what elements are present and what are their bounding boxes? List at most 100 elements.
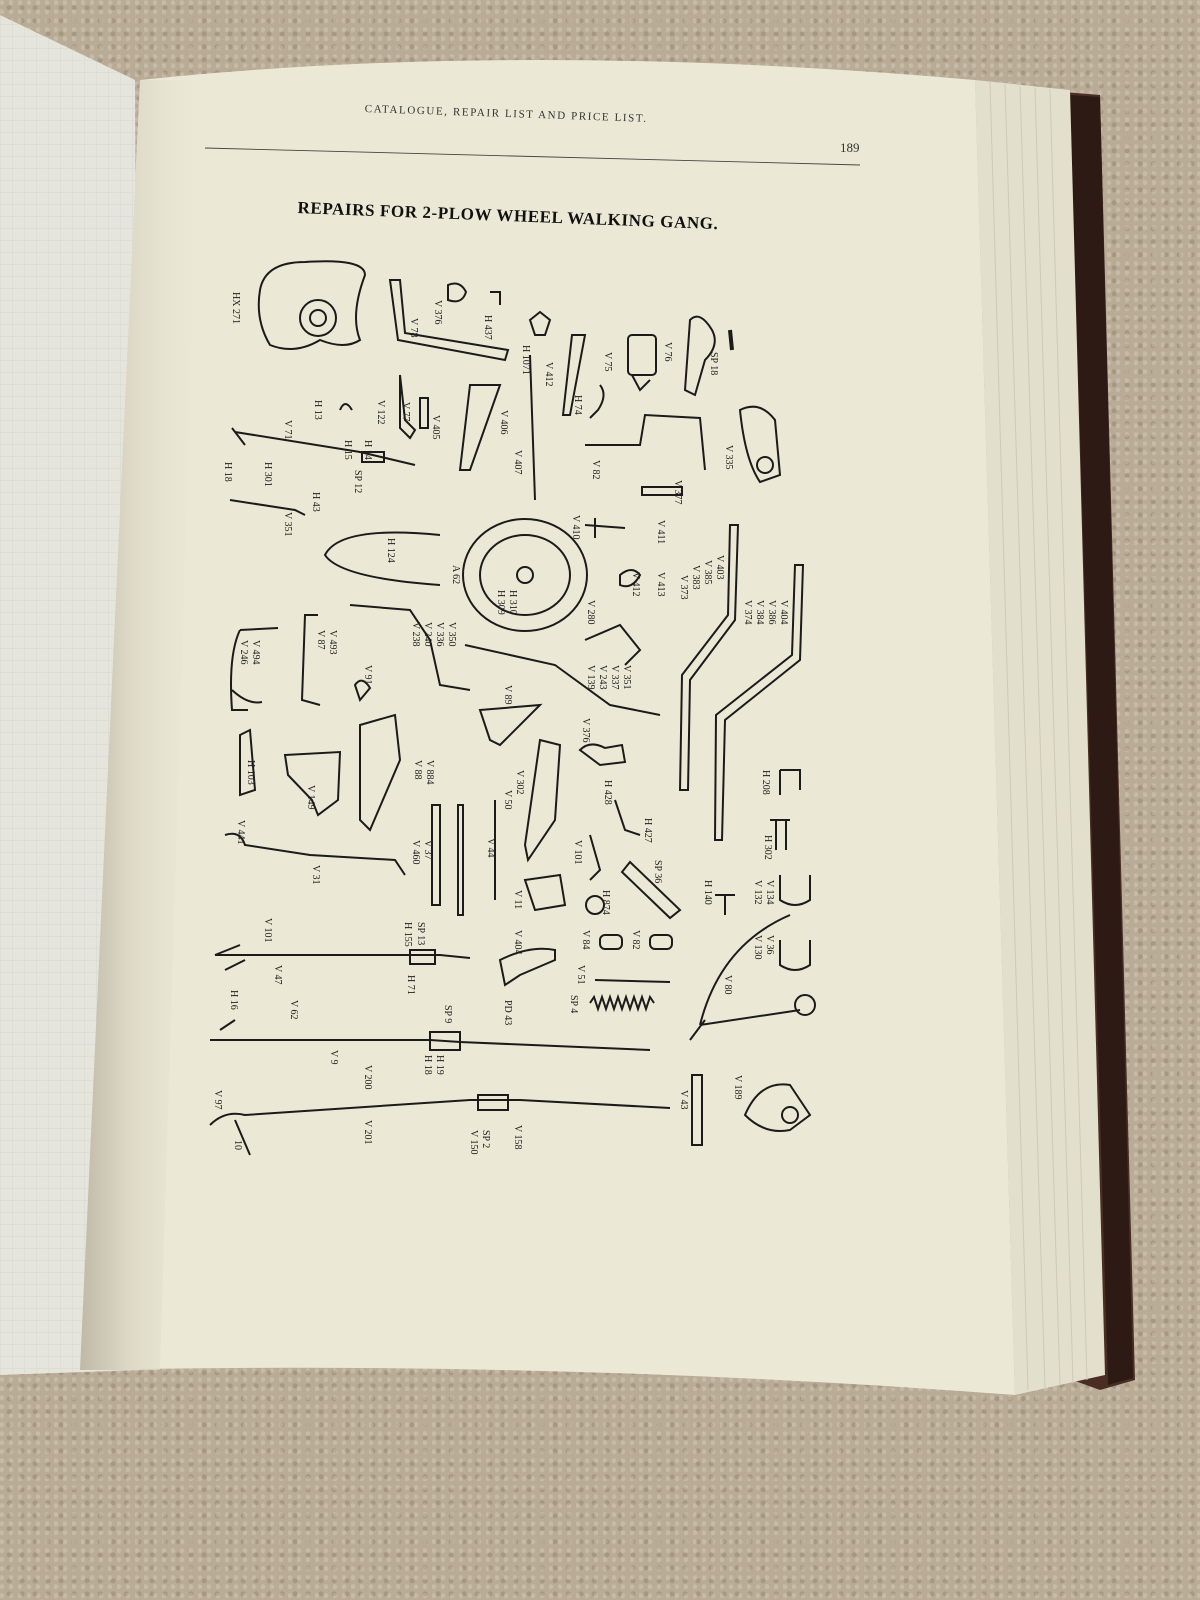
part-label: H 140 bbox=[702, 880, 713, 905]
part-label: V 350 bbox=[446, 622, 457, 647]
part-label: V 494 bbox=[250, 640, 261, 665]
spring-part bbox=[589, 993, 655, 1013]
part-label: V 383 bbox=[690, 565, 701, 590]
part-label: H 427 bbox=[642, 818, 653, 843]
part-label: V 88 bbox=[412, 760, 423, 780]
part-label: V 441 bbox=[235, 820, 246, 845]
part-label: V 884 bbox=[424, 760, 435, 785]
part-label: V 11 bbox=[512, 890, 523, 910]
part-label: V 201 bbox=[362, 1120, 373, 1145]
part-label: V 406 bbox=[498, 410, 509, 435]
part-label: V 36 bbox=[764, 935, 775, 955]
part-label: V 51 bbox=[575, 965, 586, 985]
part-label: V 404 bbox=[512, 930, 523, 955]
part-label: V 101 bbox=[262, 918, 273, 943]
part-label: V 97 bbox=[212, 1090, 223, 1110]
part-label: SP 9 bbox=[442, 1005, 453, 1024]
part-label: V 78 bbox=[408, 318, 419, 338]
part-label: H 208 bbox=[760, 770, 771, 795]
part-label: V 87 bbox=[315, 630, 326, 650]
part-label: H 155 bbox=[402, 922, 413, 947]
part-label: V 413 bbox=[655, 572, 666, 597]
part-label: V 493 bbox=[327, 630, 338, 655]
header-rule bbox=[204, 147, 861, 166]
part-label: H 103 bbox=[245, 760, 256, 785]
part-label: V 77 bbox=[400, 402, 411, 422]
part-label: H 16 bbox=[228, 990, 239, 1010]
part-label: H 19 bbox=[434, 1055, 445, 1075]
part-label: V 460 bbox=[410, 840, 421, 865]
part-label: V 130 bbox=[752, 935, 763, 960]
part-label: V 75 bbox=[602, 352, 613, 372]
long-rod-part bbox=[678, 524, 740, 791]
part-label: V 200 bbox=[362, 1065, 373, 1090]
part-label: V 373 bbox=[678, 575, 689, 600]
part-label: V 89 bbox=[502, 685, 513, 705]
part-label: V 240 bbox=[422, 622, 433, 647]
part-label: SP 12 bbox=[352, 470, 363, 494]
page-number: 189 bbox=[840, 140, 860, 155]
part-label: V 246 bbox=[238, 640, 249, 665]
part-label: V 189 bbox=[732, 1075, 743, 1100]
seat-part bbox=[257, 260, 367, 350]
part-label: 10 bbox=[232, 1140, 243, 1150]
part-label: H 74 bbox=[572, 395, 583, 415]
part-label: H 309 bbox=[495, 590, 506, 615]
part-label: V 376 bbox=[432, 300, 443, 325]
parts-illustration bbox=[209, 260, 816, 1156]
part-label: V 403 bbox=[714, 555, 725, 580]
part-label: V 71 bbox=[282, 420, 293, 440]
part-label: HX 271 bbox=[230, 292, 241, 324]
part-label: A 62 bbox=[450, 565, 461, 585]
part-label: V 149 bbox=[305, 785, 316, 810]
part-label: H 301 bbox=[262, 462, 273, 487]
quadrant-part bbox=[689, 914, 801, 1041]
part-label: H 874 bbox=[600, 890, 611, 915]
part-label: V 302 bbox=[514, 770, 525, 795]
part-label: V 407 bbox=[512, 450, 523, 475]
part-label: V 139 bbox=[585, 665, 596, 690]
part-label: SP 4 bbox=[568, 995, 579, 1014]
part-label: V 377 bbox=[672, 480, 683, 505]
part-label: PD 43 bbox=[502, 1000, 513, 1026]
right-page bbox=[80, 60, 1015, 1395]
part-label: V 122 bbox=[375, 400, 386, 425]
part-label: V 150 bbox=[468, 1130, 479, 1155]
part-label: V 386 bbox=[766, 600, 777, 625]
part-label: SP 2 bbox=[480, 1130, 491, 1149]
part-label: V 335 bbox=[723, 445, 734, 470]
part-label: H 14 bbox=[362, 440, 373, 460]
part-label: V 91 bbox=[362, 665, 373, 685]
part-label: V 243 bbox=[597, 665, 608, 690]
part-label: V 405 bbox=[430, 415, 441, 440]
part-label: V 385 bbox=[702, 560, 713, 585]
part-label: V 62 bbox=[288, 1000, 299, 1020]
part-label: H 18 bbox=[222, 462, 233, 482]
part-label: V 9 bbox=[328, 1050, 339, 1065]
part-label: V 76 bbox=[662, 342, 673, 362]
part-label: V 412 bbox=[630, 572, 641, 597]
part-label: V 280 bbox=[585, 600, 596, 625]
part-label: V 82 bbox=[590, 460, 601, 480]
part-label: H 124 bbox=[385, 538, 396, 563]
part-label: V 158 bbox=[512, 1125, 523, 1150]
part-label: V 37 bbox=[422, 840, 433, 860]
part-label: H 43 bbox=[310, 492, 321, 512]
part-label: V 31 bbox=[310, 865, 321, 885]
wheel-part bbox=[462, 518, 588, 632]
part-label: H 18 bbox=[422, 1055, 433, 1075]
part-label: V 50 bbox=[502, 790, 513, 810]
part-label: V 82 bbox=[630, 930, 641, 950]
part-label: H 1071 bbox=[520, 345, 531, 375]
part-label: V 410 bbox=[570, 515, 581, 540]
part-label: SP 13 bbox=[415, 922, 426, 946]
part-label: V 44 bbox=[485, 838, 496, 858]
part-label: H 15 bbox=[342, 440, 353, 460]
part-label: V 238 bbox=[410, 622, 421, 647]
part-label: V 84 bbox=[580, 930, 591, 950]
part-label: V 132 bbox=[752, 880, 763, 905]
part-label: V 47 bbox=[272, 965, 283, 985]
part-label: H 302 bbox=[762, 835, 773, 860]
part-label: V 404 bbox=[778, 600, 789, 625]
